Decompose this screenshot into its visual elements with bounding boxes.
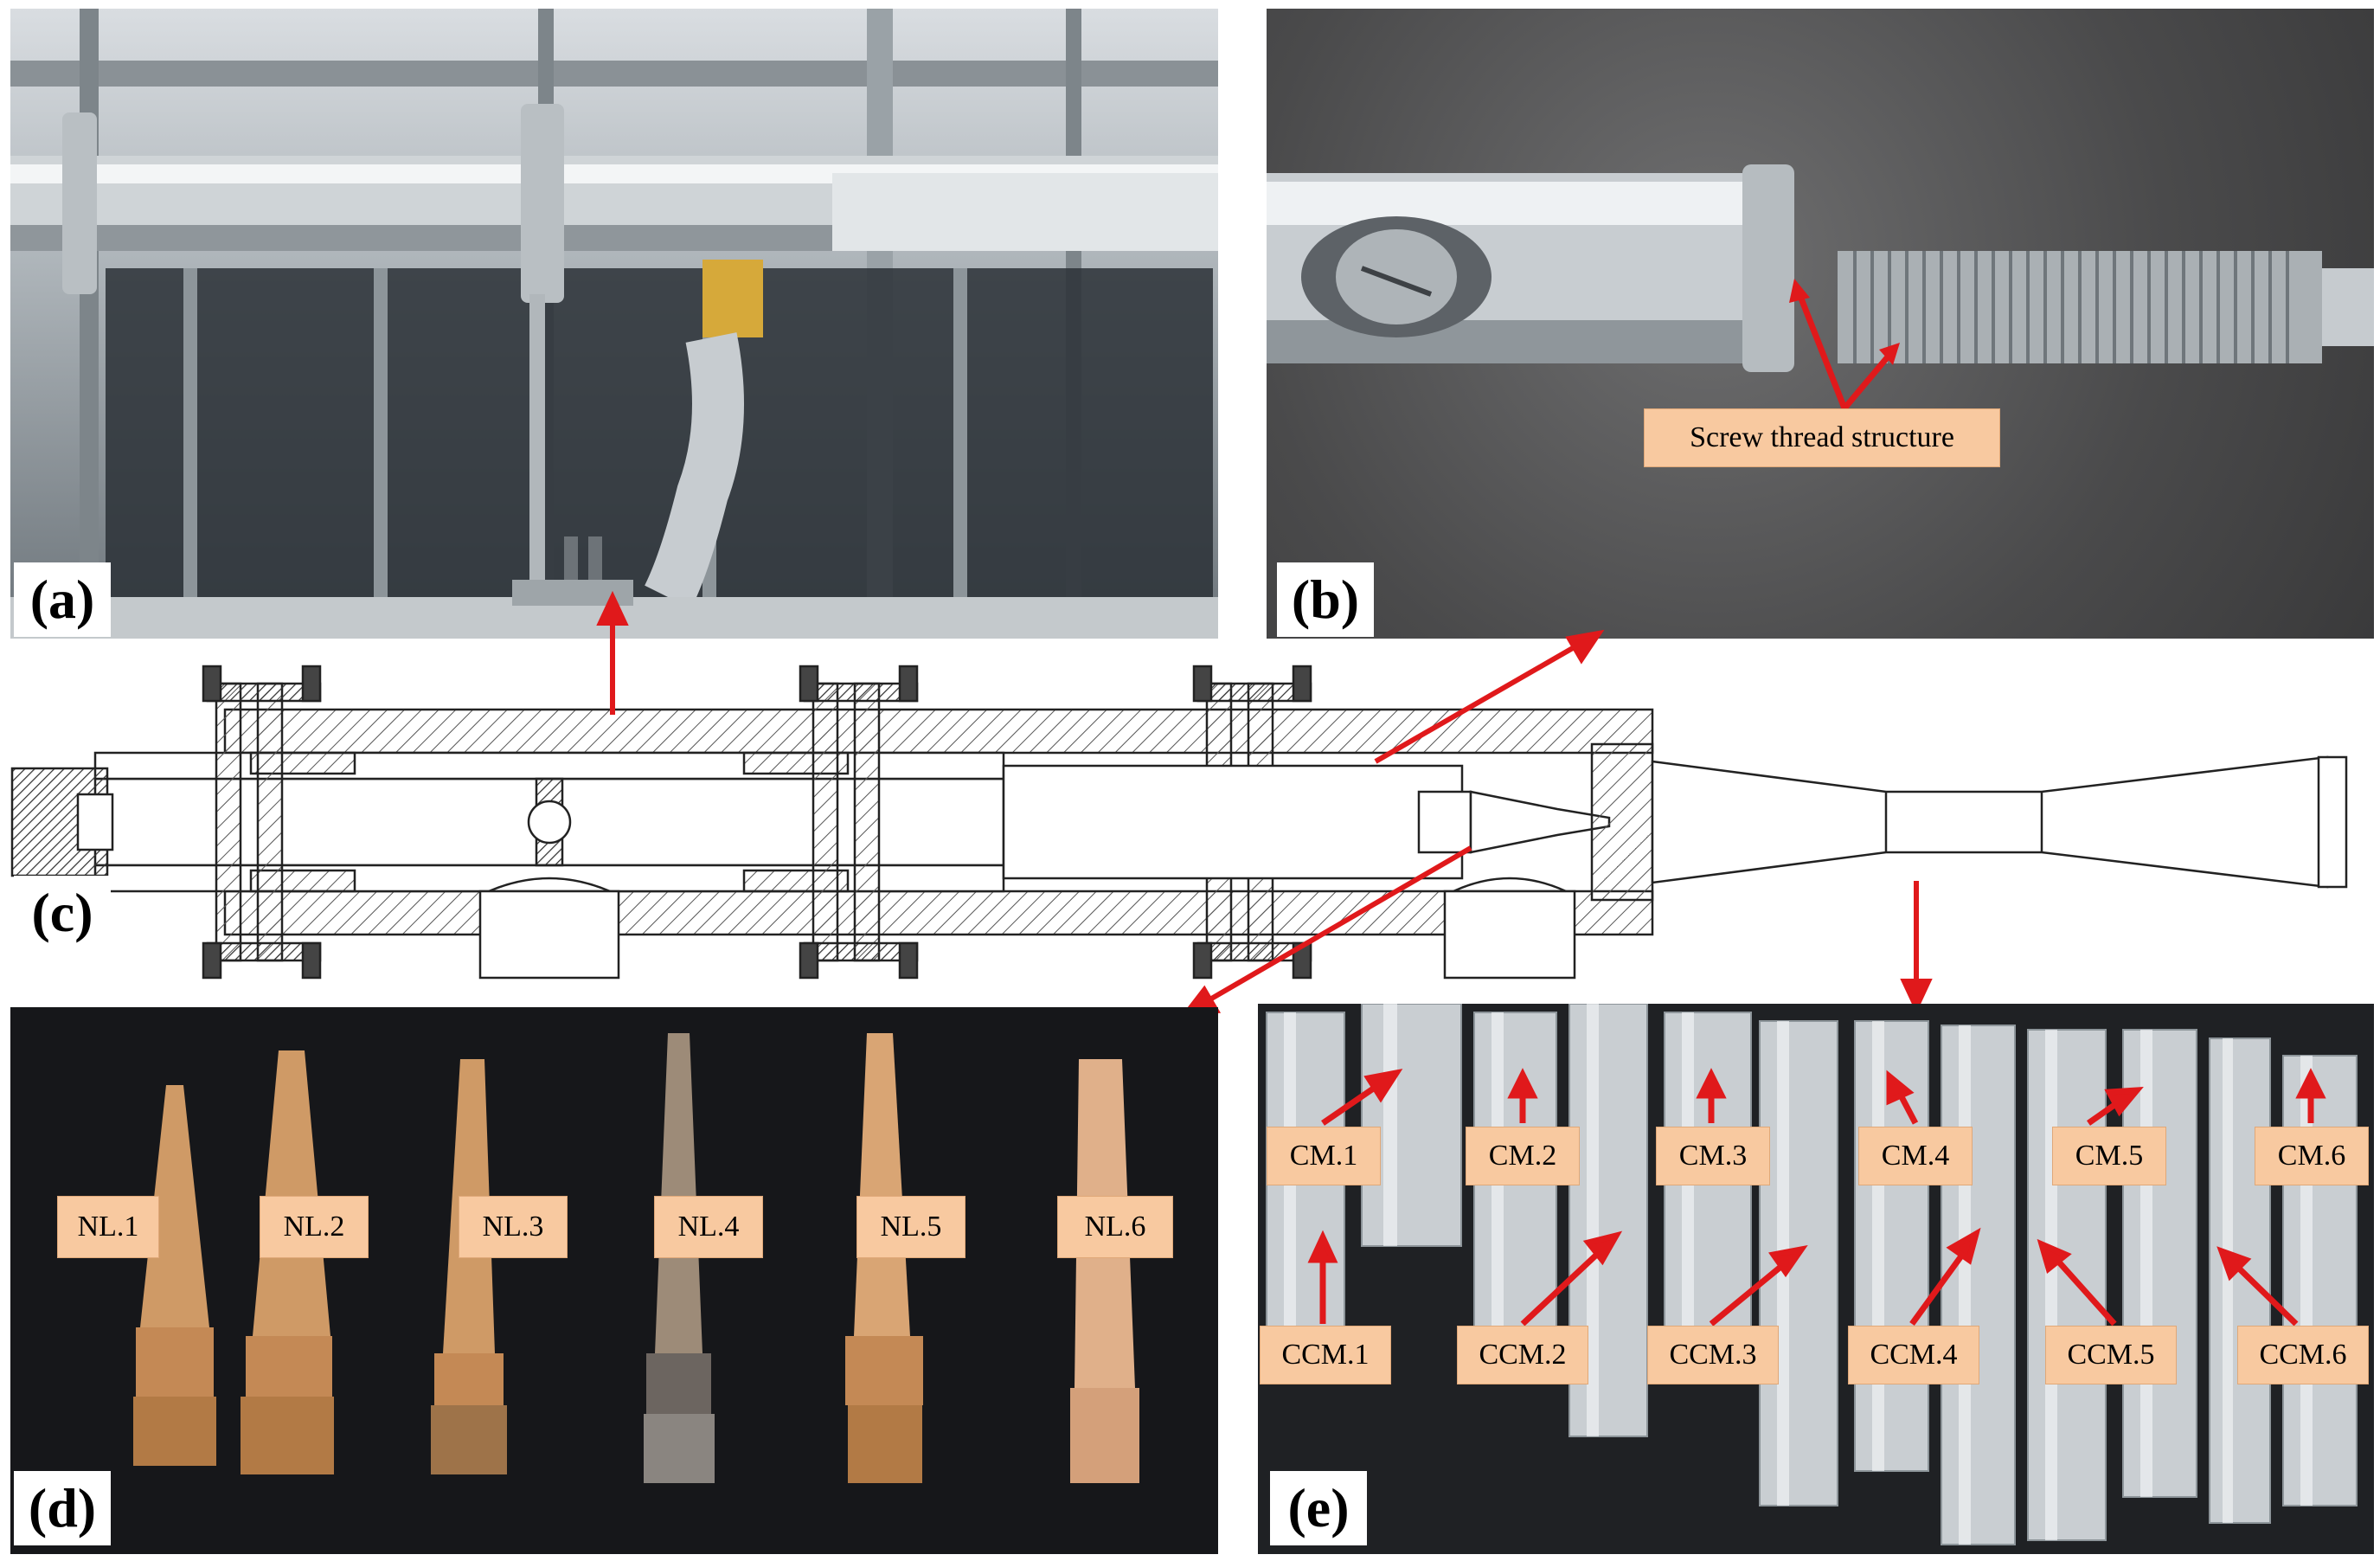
cm-label-4: CM.4 [1858,1127,1973,1185]
panel-label-b: (b) [1277,562,1374,637]
ccm-label-6: CCM.6 [2237,1326,2369,1384]
ccm-label-4: CCM.4 [1848,1326,1979,1384]
nozzle-label-1: NL.1 [57,1196,159,1258]
drawing-geometry [10,665,2348,980]
nozzle-6 [1070,1059,1139,1483]
cm-label-5: CM.5 [2052,1127,2166,1185]
screw-thread-label: Screw thread structure [1644,408,2000,467]
photo-a-illustration [10,9,1218,639]
photo-b-screw-thread [1267,9,2374,639]
cm-label-3: CM.3 [1656,1127,1770,1185]
nozzle-1 [133,1085,216,1466]
cm-label-2: CM.2 [1466,1127,1580,1185]
panel-label-a: (a) [14,562,111,637]
ccm-label-2: CCM.2 [1457,1326,1588,1384]
panel-label-c: (c) [14,876,111,950]
nozzle-label-4: NL.4 [654,1196,763,1258]
photo-d-nozzles [10,1007,1218,1554]
cm-label-1: CM.1 [1267,1127,1381,1185]
cm-label-6: CM.6 [2255,1127,2369,1185]
ccm-label-3: CCM.3 [1647,1326,1779,1384]
nozzle-label-5: NL.5 [856,1196,965,1258]
nozzle-4 [644,1033,715,1483]
nozzle-label-2: NL.2 [260,1196,369,1258]
photo-d-illustration [133,1033,1139,1483]
nozzle-label-3: NL.3 [459,1196,568,1258]
nozzle-label-6: NL.6 [1057,1196,1173,1258]
panel-label-d: (d) [14,1471,111,1545]
panel-label-e: (e) [1270,1471,1367,1545]
ccm-label-5: CCM.5 [2045,1326,2177,1384]
photo-a-ejector-rig [10,9,1218,639]
nozzle-2 [241,1050,334,1474]
photo-e-illustration [1266,1004,2358,1545]
photo-e-mixing-chambers [1258,1004,2374,1554]
photo-b-illustration [1267,164,2374,411]
connector-arrows [596,590,1933,1016]
nozzle-3 [431,1059,507,1474]
nozzle-5 [845,1033,923,1483]
ccm-label-1: CCM.1 [1260,1326,1391,1384]
